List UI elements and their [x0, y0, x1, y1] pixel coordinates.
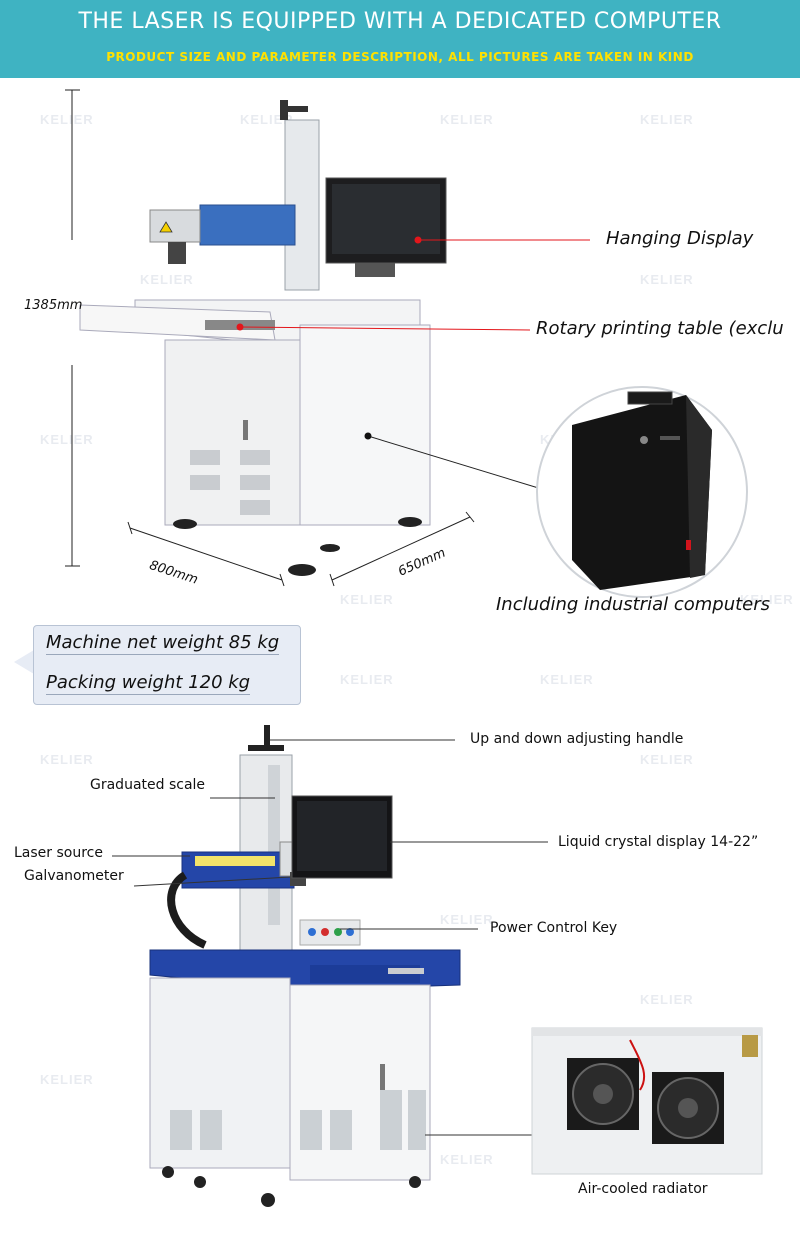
adjusting-handle-label: Up and down adjusting handle: [470, 731, 684, 747]
watermark: KELIER: [440, 912, 494, 927]
laser-source-label: Laser source: [14, 845, 103, 861]
weight-callout-pointer: [14, 650, 34, 674]
watermark: KELIER: [640, 752, 694, 767]
watermark: KELIER: [40, 752, 94, 767]
rotary-table-label: Rotary printing table (exclu: [536, 318, 784, 339]
watermark: KELIER: [340, 672, 394, 687]
watermark: KELIER: [640, 992, 694, 1007]
galvanometer-label: Galvanometer: [24, 868, 124, 884]
watermark: KELIER: [340, 592, 394, 607]
bottom-machine-illustration: [112, 725, 763, 1207]
watermark: KELIER: [240, 112, 294, 127]
watermark: KELIER: [640, 272, 694, 287]
power-control-key-label: Power Control Key: [490, 920, 618, 936]
radiator-label: Air-cooled radiator: [578, 1181, 708, 1197]
height-dimension-label: 1385mm: [24, 298, 83, 313]
watermark: KELIER: [40, 1072, 94, 1087]
hanging-display-label: Hanging Display: [606, 228, 754, 249]
watermark: KELIER: [440, 112, 494, 127]
page-subtitle: PRODUCT SIZE AND PARAMETER DESCRIPTION, …: [106, 50, 694, 64]
weight-callout: Machine net weight 85 kg Packing weight …: [33, 625, 301, 705]
watermark: KELIER: [740, 592, 794, 607]
top-machine-illustration: [65, 89, 748, 598]
page-title: THE LASER IS EQUIPPED WITH A DEDICATED C…: [78, 9, 722, 34]
watermark: KELIER: [40, 112, 94, 127]
header-banner: THE LASER IS EQUIPPED WITH A DEDICATED C…: [0, 0, 800, 78]
packing-weight-text: Packing weight 120 kg: [46, 672, 251, 695]
net-weight-text: Machine net weight 85 kg: [46, 632, 280, 655]
watermark: KELIER: [640, 112, 694, 127]
watermark: KELIER: [440, 1152, 494, 1167]
watermark: KELIER: [540, 672, 594, 687]
industrial-computer-label: Including industrial computers: [496, 594, 771, 615]
graduated-scale-label: Graduated scale: [90, 777, 206, 793]
lcd-label: Liquid crystal display 14-22”: [558, 834, 759, 850]
watermark: KELIER: [140, 272, 194, 287]
watermark: KELIER: [40, 432, 94, 447]
